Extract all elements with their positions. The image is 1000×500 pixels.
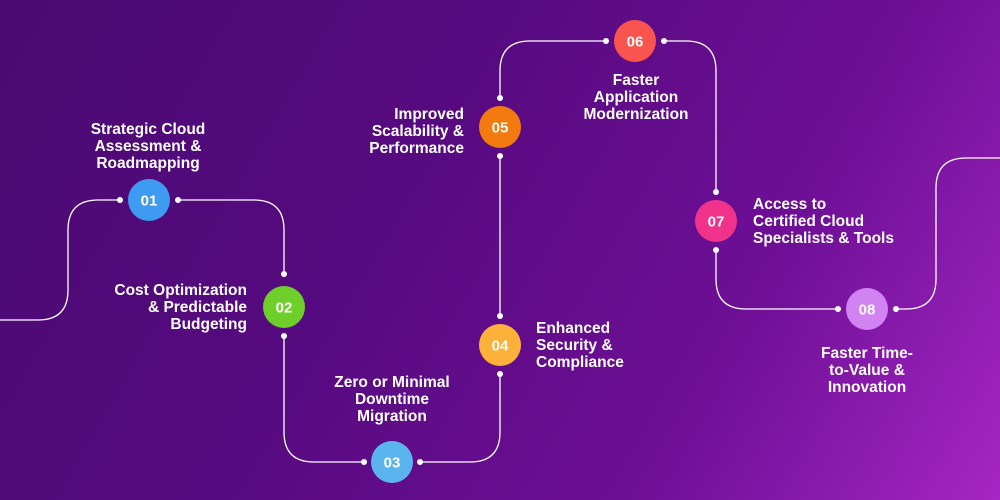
step-node-08: 08: [846, 288, 888, 330]
step-number-07: 07: [708, 214, 725, 231]
connector-01-02: [178, 199, 285, 274]
step-circle-01: [128, 179, 170, 221]
connector-05-06: [499, 40, 606, 98]
step-number-04: 04: [492, 338, 509, 355]
step-label-06: Faster Application Modernization: [583, 72, 689, 123]
connector-02-03: [283, 336, 364, 463]
step-node-03: 03: [371, 441, 413, 483]
step-label-07: Access to Certified Cloud Specialists & …: [753, 196, 894, 247]
step-number-05: 05: [492, 120, 509, 137]
connector-03-04: [420, 374, 501, 463]
step-node-04: 04: [479, 324, 521, 366]
connector-lines: [0, 40, 1000, 463]
step-number-06: 06: [627, 34, 644, 51]
step-circle-02: [263, 286, 305, 328]
step-node-05: 05: [479, 106, 521, 148]
step-circle-05: [479, 106, 521, 148]
step-label-03: Zero or Minimal Downtime Migration: [334, 374, 450, 425]
step-node-06: 06: [614, 20, 656, 62]
connector-07-08: [715, 250, 838, 310]
step-label-08: Faster Time- to-Value & Innovation: [821, 345, 913, 396]
step-circle-07: [695, 200, 737, 242]
step-number-01: 01: [141, 193, 158, 210]
step-nodes: 01 02 03 04 05 06 07 08: [128, 20, 888, 483]
step-label-04: Enhanced Security & Compliance: [536, 320, 624, 371]
connector-endpoints: [117, 38, 899, 465]
step-number-03: 03: [384, 455, 401, 472]
connector-entry: [0, 199, 120, 321]
step-node-02: 02: [263, 286, 305, 328]
step-node-01: 01: [128, 179, 170, 221]
step-number-02: 02: [276, 300, 293, 317]
connector-exit: [896, 157, 1000, 310]
step-circle-08: [846, 288, 888, 330]
step-node-07: 07: [695, 200, 737, 242]
step-label-01: Strategic Cloud Assessment & Roadmapping: [90, 121, 206, 172]
step-label-05: Improved Scalability & Performance: [369, 106, 464, 157]
step-circle-04: [479, 324, 521, 366]
step-label-02: Cost Optimization & Predictable Budgetin…: [114, 282, 247, 333]
step-circle-03: [371, 441, 413, 483]
step-number-08: 08: [859, 302, 876, 319]
connector-06-07: [664, 40, 717, 192]
step-circle-06: [614, 20, 656, 62]
